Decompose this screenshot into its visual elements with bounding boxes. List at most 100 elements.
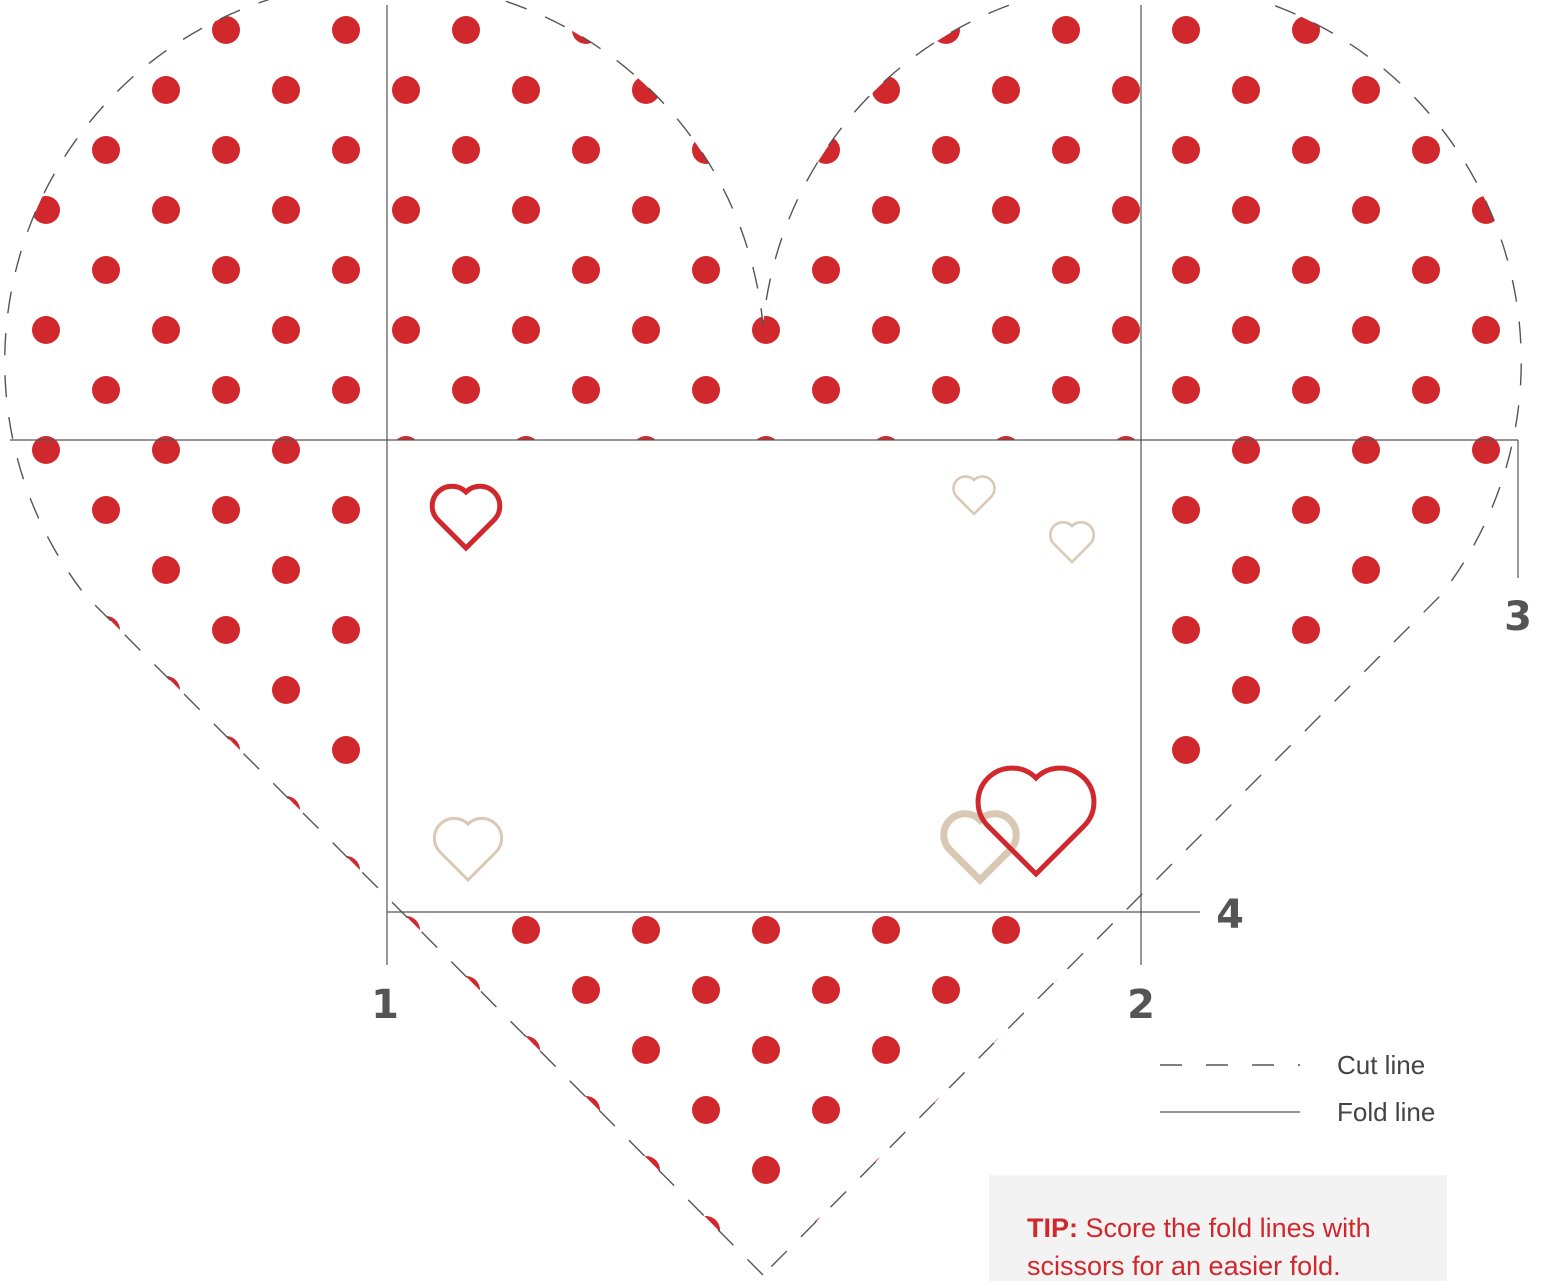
polka-dot [92, 736, 120, 764]
polka-dot [152, 316, 180, 344]
polka-dot [1232, 676, 1260, 704]
polka-dot [392, 1036, 420, 1064]
polka-dot [752, 76, 780, 104]
polka-dot [1412, 496, 1440, 524]
polka-dot [1172, 376, 1200, 404]
polka-dot [1352, 196, 1380, 224]
polka-dot [332, 256, 360, 284]
polka-dot [512, 76, 540, 104]
polka-dot [452, 376, 480, 404]
polka-dot [32, 316, 60, 344]
polka-dot [632, 196, 660, 224]
polka-dot [92, 496, 120, 524]
polka-dot [512, 196, 540, 224]
polka-dot [152, 796, 180, 824]
polka-dot [1172, 256, 1200, 284]
polka-dot [1172, 16, 1200, 44]
polka-dot [1292, 1096, 1320, 1124]
polka-dot [1412, 16, 1440, 44]
polka-dot [1052, 256, 1080, 284]
polka-dot [1112, 316, 1140, 344]
polka-dot [1292, 856, 1320, 884]
polka-dot [1052, 376, 1080, 404]
polka-dot [92, 1216, 120, 1244]
polka-dot [512, 316, 540, 344]
polka-dot [1412, 736, 1440, 764]
legend-fold-label: Fold line [1337, 1097, 1435, 1127]
polka-dot [212, 376, 240, 404]
polka-dot [1292, 136, 1320, 164]
polka-dot [1292, 496, 1320, 524]
polka-dot [1292, 736, 1320, 764]
polka-dot [1172, 496, 1200, 524]
polka-dot [272, 316, 300, 344]
polka-dot [272, 796, 300, 824]
polka-dot [1472, 1156, 1500, 1184]
polka-dot [212, 1216, 240, 1244]
polka-dot [332, 16, 360, 44]
polka-dot [452, 256, 480, 284]
polka-dot [812, 256, 840, 284]
polka-dot [1472, 196, 1500, 224]
polka-dot [872, 196, 900, 224]
polka-dot [572, 136, 600, 164]
polka-dot [272, 916, 300, 944]
tip-label: TIP: [1027, 1213, 1078, 1243]
tip-box: TIP: Score the fold lines with scissors … [989, 1175, 1447, 1281]
polka-dot [1292, 256, 1320, 284]
polka-dot [392, 196, 420, 224]
polka-dot [1412, 856, 1440, 884]
polka-dot [692, 256, 720, 284]
polka-dot [512, 1036, 540, 1064]
polka-dot [32, 1156, 60, 1184]
polka-dot [452, 136, 480, 164]
polka-dot [272, 676, 300, 704]
polka-dot [992, 76, 1020, 104]
polka-dot [752, 1156, 780, 1184]
polka-dot [92, 616, 120, 644]
polka-dot [152, 76, 180, 104]
polka-dot [872, 1036, 900, 1064]
polka-dot [1412, 136, 1440, 164]
polka-dot [32, 916, 60, 944]
polka-dot [92, 376, 120, 404]
polka-dot [1472, 316, 1500, 344]
polka-dot [452, 16, 480, 44]
polka-dot [32, 196, 60, 224]
polka-dot [692, 1216, 720, 1244]
polka-dot [1172, 856, 1200, 884]
polka-dot [932, 976, 960, 1004]
polka-dot [572, 1216, 600, 1244]
polka-dot [692, 376, 720, 404]
polka-dot [1232, 316, 1260, 344]
polka-dot [872, 316, 900, 344]
polka-dot [692, 976, 720, 1004]
polka-dot [212, 976, 240, 1004]
polka-dot [1172, 1096, 1200, 1124]
polka-dot [1352, 916, 1380, 944]
polka-dot [1112, 196, 1140, 224]
polka-dot [1232, 196, 1260, 224]
polka-dot [1232, 556, 1260, 584]
polka-dot [512, 916, 540, 944]
polka-dot [872, 1156, 900, 1184]
polka-dot [272, 1156, 300, 1184]
polka-dot [1232, 796, 1260, 824]
polka-dot [272, 556, 300, 584]
polka-dot [632, 1036, 660, 1064]
polka-dot [332, 976, 360, 1004]
polka-dot [572, 1096, 600, 1124]
polka-dot [392, 1156, 420, 1184]
polka-dot [512, 1156, 540, 1184]
polka-dot [1292, 376, 1320, 404]
polka-dot [632, 916, 660, 944]
polka-dot [812, 1096, 840, 1124]
polka-dot [1112, 76, 1140, 104]
polka-dot [152, 556, 180, 584]
polka-dot [1172, 616, 1200, 644]
polka-dot [1472, 76, 1500, 104]
polka-dot [212, 16, 240, 44]
polka-dot [632, 76, 660, 104]
polka-dot [632, 316, 660, 344]
polka-dot [272, 1036, 300, 1064]
